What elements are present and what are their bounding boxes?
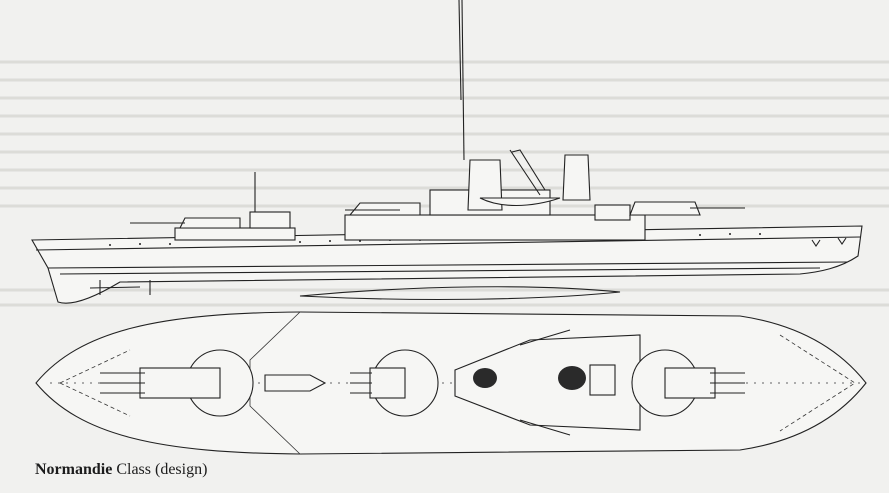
superstructure-plan [454,329,641,436]
class-name: Normandie [35,461,113,478]
bridge [594,204,631,221]
aft-superstructure [174,227,296,241]
profile-view [31,0,863,304]
turret-fore-plan [631,349,745,417]
plan-view [35,311,867,455]
funnel-fore [562,154,591,201]
funnel-fore-top [558,366,586,390]
turret-fore-profile [629,201,701,216]
crane [509,149,546,196]
aft-deckhouse [249,211,291,229]
propeller-shafts [89,280,151,295]
turret-aft-plan [100,349,254,417]
centreline-marks [59,334,856,432]
deck-line [35,236,861,251]
turret-mid-profile [348,202,421,216]
waterline [47,261,849,269]
boat-booms [519,329,571,436]
bridge-plan [589,364,616,396]
aft-deckhouse-plan [264,374,327,392]
anchor-icon [811,237,847,247]
turret-aft-profile [179,217,241,229]
funnel-aft-top [473,368,497,388]
figure-caption: Normandie Class (design) [35,461,207,479]
bilge-keel [299,286,621,301]
main-mast [461,0,465,161]
belt-line [59,267,821,275]
caption-suffix: Class (design) [116,461,208,478]
topmast [458,0,462,101]
boat [479,197,561,207]
turret-mid-plan [350,349,439,417]
